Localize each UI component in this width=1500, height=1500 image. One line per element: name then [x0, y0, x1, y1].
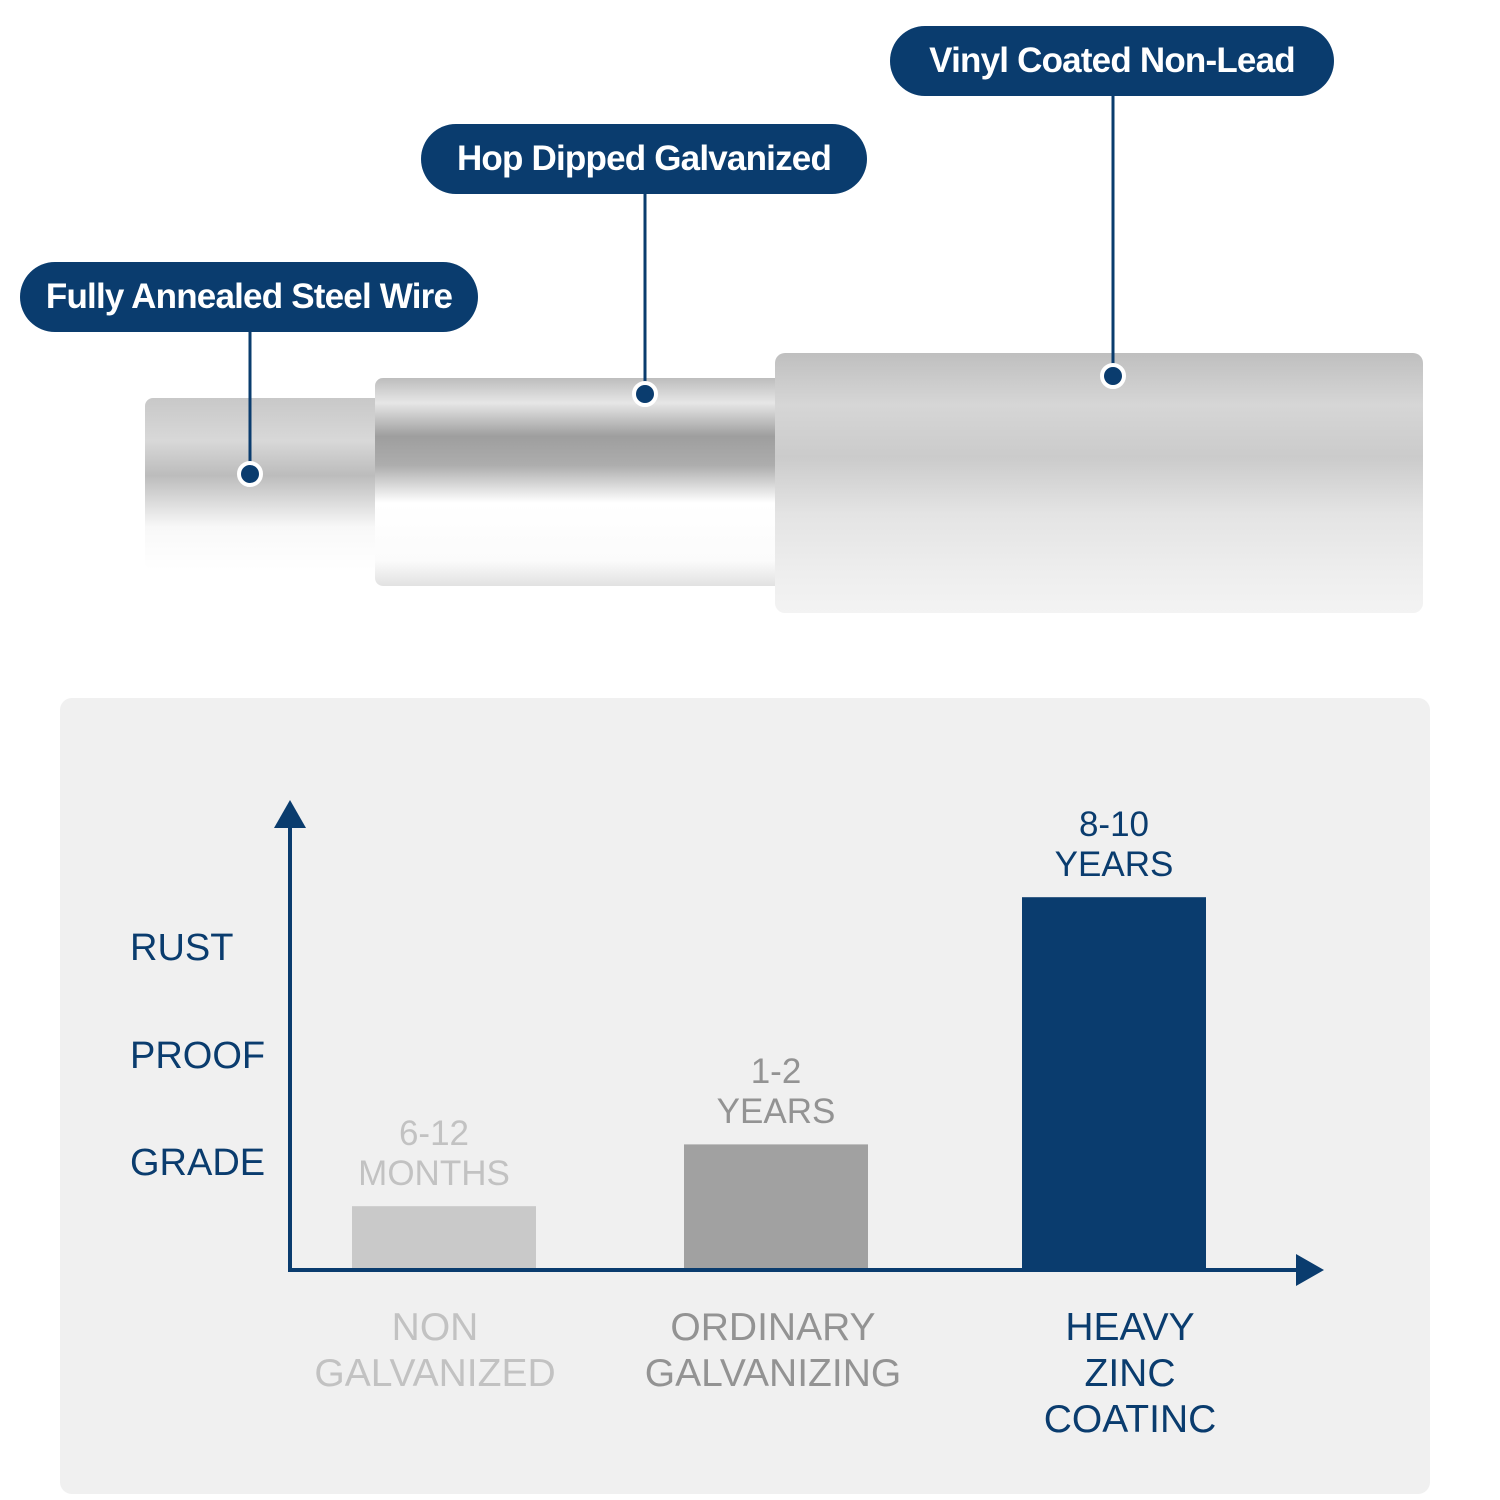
callout-dot: [1100, 363, 1126, 389]
x-axis-arrow: [1296, 1254, 1324, 1286]
y-axis-arrow: [274, 800, 306, 828]
wire-illustration: [145, 95, 1423, 613]
y-axis-label-line-3: GRADE: [130, 1142, 266, 1184]
bar-non-galvanized: [352, 1206, 536, 1268]
callout-dot: [237, 461, 263, 487]
steel-core: [145, 398, 390, 570]
y-axis-label-line-1: RUST: [130, 927, 234, 969]
bar-heavy-zinc-coating: [1022, 897, 1206, 1268]
callout-galvanized: Hop Dipped Galvanized: [421, 124, 867, 194]
y-axis-label-line-2: PROOF: [130, 1035, 266, 1077]
callout-dot: [632, 381, 658, 407]
galvanized-layer: [375, 378, 790, 586]
vinyl-coating: [775, 353, 1423, 613]
callout-vinyl: Vinyl Coated Non-Lead: [890, 26, 1334, 96]
bar-ordinary-galvanizing: [684, 1144, 868, 1268]
callout-lines: [248, 95, 1115, 474]
callout-steel-wire: Fully Annealed Steel Wire: [20, 262, 478, 332]
